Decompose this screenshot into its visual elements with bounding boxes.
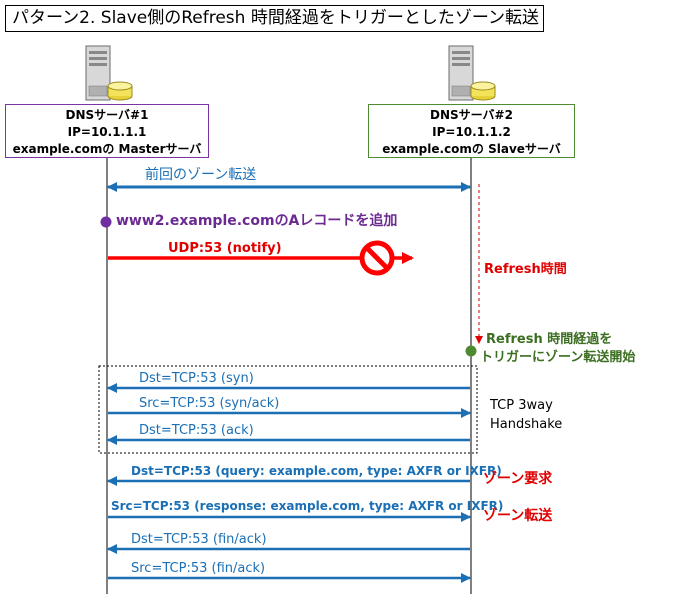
transfer-start-dot bbox=[465, 345, 477, 357]
server2-role: example.comの Slaveサーバ bbox=[382, 142, 561, 156]
ack-label: Dst=TCP:53 (ack) bbox=[139, 423, 254, 438]
refresh-elapsed-label: Refresh 時間経過を トリガーにゾーン転送開始 bbox=[480, 331, 635, 367]
handshake-label-line1: TCP 3way bbox=[490, 398, 553, 413]
server1-label-box: DNSサーバ#1 IP=10.1.1.1 example.comの Master… bbox=[5, 104, 209, 158]
record-domain: www2.example.com bbox=[116, 213, 275, 229]
record-added-label: www2.example.comのAレコードを追加 bbox=[116, 214, 397, 229]
record-added-dot bbox=[100, 216, 112, 228]
diagram-title: パターン2. Slave側のRefresh 時間経過をトリガーとしたゾーン転送 bbox=[5, 5, 544, 32]
notify-label: UDP:53 (notify) bbox=[168, 241, 282, 256]
response-note: ゾーン転送 bbox=[483, 508, 553, 524]
server2-ip: IP=10.1.1.2 bbox=[432, 125, 511, 139]
blocked-icon bbox=[359, 240, 395, 276]
server1-ip: IP=10.1.1.1 bbox=[67, 125, 147, 139]
refresh-elapsed-line2: トリガーにゾーン転送開始 bbox=[480, 350, 636, 365]
response-label: Src=TCP:53 (response: example.com, type:… bbox=[111, 499, 504, 513]
syn-label: Dst=TCP:53 (syn) bbox=[139, 371, 254, 386]
server-icon bbox=[85, 45, 133, 101]
server2-name: DNSサーバ#2 bbox=[430, 108, 513, 122]
refresh-elapsed-line1: Refresh 時間経過を bbox=[486, 332, 613, 347]
server1-role: example.comの Masterサーバ bbox=[12, 142, 202, 156]
handshake-label: TCP 3way Handshake bbox=[490, 396, 562, 434]
server2-label-box: DNSサーバ#2 IP=10.1.1.2 example.comの Slaveサ… bbox=[368, 104, 575, 158]
record-added-text: のAレコードを追加 bbox=[274, 213, 398, 229]
query-label: Dst=TCP:53 (query: example.com, type: AX… bbox=[131, 464, 502, 478]
server-icon bbox=[448, 45, 496, 101]
handshake-box bbox=[98, 365, 478, 454]
previous-transfer-label: 前回のゾーン転送 bbox=[145, 167, 257, 183]
refresh-time-label: Refresh時間 bbox=[484, 262, 567, 277]
server1-name: DNSサーバ#1 bbox=[65, 108, 149, 122]
fin1-label: Dst=TCP:53 (fin/ack) bbox=[131, 532, 267, 547]
synack-label: Src=TCP:53 (syn/ack) bbox=[139, 396, 280, 411]
fin2-label: Src=TCP:53 (fin/ack) bbox=[131, 561, 266, 576]
query-note: ゾーン要求 bbox=[483, 471, 553, 487]
refresh-arrowhead bbox=[475, 336, 483, 344]
handshake-label-line2: Handshake bbox=[490, 417, 563, 432]
